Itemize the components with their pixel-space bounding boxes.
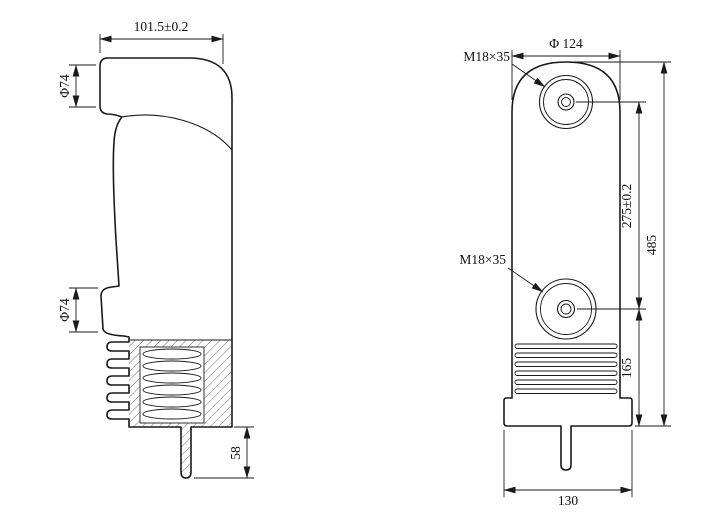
dim-label-lower-section: 165 xyxy=(619,358,634,379)
dim-base-width: 130 xyxy=(503,430,633,508)
dim-label-base-width: 130 xyxy=(558,493,579,508)
fin xyxy=(514,370,618,376)
bellows-window xyxy=(139,346,205,424)
dim-boss-diameter: Φ74 xyxy=(57,287,98,333)
leader-line xyxy=(511,63,546,88)
fins xyxy=(514,343,618,394)
bellows xyxy=(142,348,202,420)
label-lower-thread: M18×35 xyxy=(459,252,544,293)
terminal-hole xyxy=(560,303,572,315)
dim-arm-diameter: Φ74 xyxy=(57,64,96,108)
dim-label-stem-length: 58 xyxy=(228,446,243,460)
dim-total-height: 485 xyxy=(572,61,671,427)
arm-transition-line xyxy=(121,114,233,151)
left-view: 101.5±0.2 Φ74 Φ74 58 xyxy=(57,19,254,479)
left-view-outline xyxy=(99,57,233,479)
dim-label-arm-length: 101.5±0.2 xyxy=(134,19,189,34)
right-view-outline xyxy=(503,61,633,471)
terminal-hole xyxy=(557,93,575,111)
fin xyxy=(514,379,618,385)
terminal-hole xyxy=(561,97,571,107)
bellows-ring xyxy=(142,384,202,396)
dim-label-arm-diameter: Φ74 xyxy=(57,74,72,98)
leader-line xyxy=(507,267,544,293)
fin xyxy=(514,343,618,349)
dim-arm-length: 101.5±0.2 xyxy=(99,19,224,64)
right-view: M18×35 M18×35 Φ 124 275±0.2 165 xyxy=(459,36,671,508)
terminal-hole xyxy=(556,299,576,319)
bellows-ring xyxy=(142,408,202,420)
dim-lower-section: 165 xyxy=(619,308,643,427)
dim-body-diameter: Φ 124 xyxy=(511,36,621,100)
fin xyxy=(514,352,618,358)
dim-label-total-height: 485 xyxy=(644,235,659,256)
bellows-ring xyxy=(142,360,202,372)
lower-thread-text: M18×35 xyxy=(459,252,506,267)
fin xyxy=(514,361,618,367)
dim-terminal-spacing: 275±0.2 xyxy=(576,101,646,310)
fin xyxy=(514,388,618,394)
dim-label-terminal-spacing: 275±0.2 xyxy=(619,184,634,229)
upper-thread-text: M18×35 xyxy=(463,49,510,64)
stem-hatch xyxy=(181,427,191,473)
dim-label-body-diameter: Φ 124 xyxy=(549,36,583,51)
bellows-ring xyxy=(142,396,202,408)
bellows-ring xyxy=(142,372,202,384)
bellows-ring xyxy=(142,348,202,360)
label-upper-thread: M18×35 xyxy=(463,49,546,88)
dim-label-boss-diameter: Φ74 xyxy=(57,298,72,322)
section-hatch-region xyxy=(129,340,232,427)
dim-stem-length: 58 xyxy=(194,426,254,479)
